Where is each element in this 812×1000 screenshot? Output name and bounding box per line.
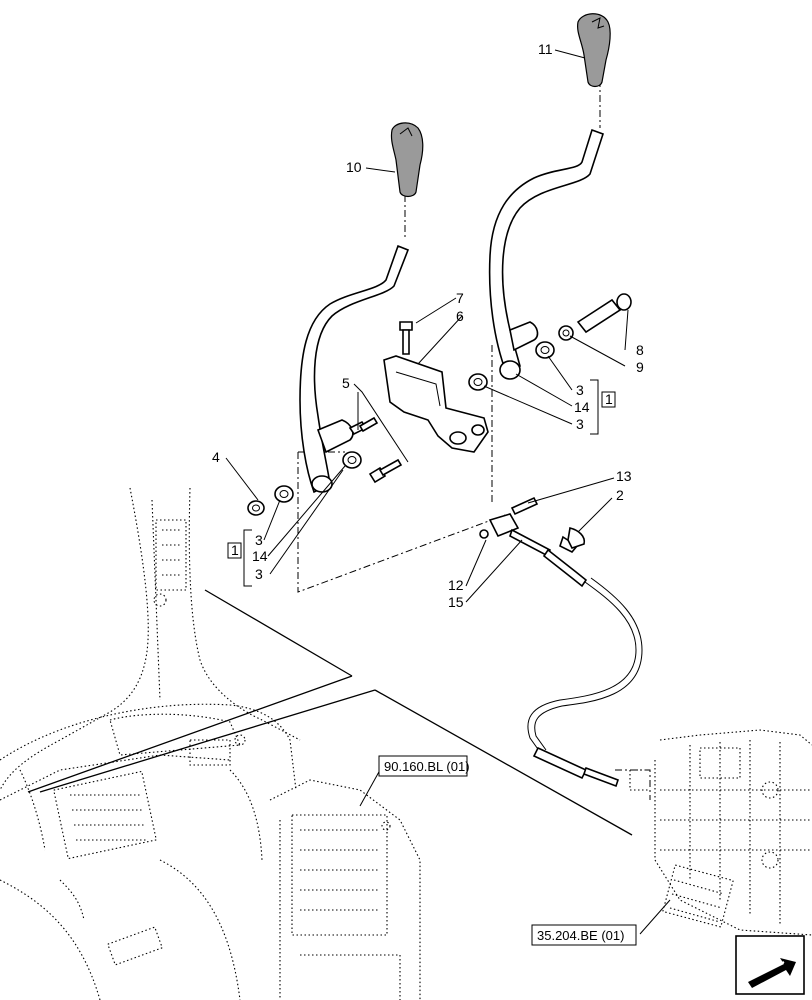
callout-8: 8	[636, 342, 644, 358]
kit-bracket-left	[227, 529, 252, 587]
callout-9: 9	[636, 359, 644, 375]
callout-3-right-b: 3	[576, 416, 584, 432]
nut-left-lower	[274, 485, 294, 503]
knob-right	[577, 13, 611, 88]
washer-9	[558, 325, 574, 341]
nut-right-lower	[468, 373, 488, 391]
pin-8	[576, 293, 632, 334]
callout-11: 11	[538, 41, 553, 57]
lever-left	[299, 244, 410, 494]
callout-13: 13	[616, 468, 632, 484]
reference-box-transmission[interactable]: 35.204.BE (01)	[531, 924, 637, 946]
callout-1-left: 1	[231, 542, 239, 558]
callout-labels: 10 11 7 6 5 4 3 14 3 1 8 9 3 14 3 1 13 2…	[212, 41, 644, 610]
reference-cab-label: 90.160.BL (01)	[384, 759, 470, 774]
callout-2: 2	[616, 487, 624, 503]
reference-transmission-label: 35.204.BE (01)	[537, 928, 624, 943]
cable-assembly	[479, 496, 643, 788]
cab-console-illustration	[0, 487, 301, 1000]
cab-panel-illustration	[269, 779, 421, 1000]
callout-14-right: 14	[574, 399, 590, 415]
callout-10: 10	[346, 159, 362, 175]
bolt-5b	[368, 458, 403, 484]
bracket	[383, 355, 489, 453]
knob-left	[390, 122, 424, 198]
bolt-7	[399, 321, 413, 355]
lever-right	[488, 128, 604, 380]
callout-14-left: 14	[252, 548, 268, 564]
nut-left-upper	[342, 451, 362, 469]
callout-7: 7	[456, 290, 464, 306]
reference-box-cab[interactable]: 90.160.BL (01)	[378, 755, 470, 777]
callout-5: 5	[342, 375, 350, 391]
navigation-arrow-icon[interactable]	[735, 935, 805, 995]
callout-6: 6	[456, 308, 464, 324]
callout-1-right: 1	[605, 391, 613, 407]
clip-4	[247, 500, 265, 516]
bolt-5a	[348, 416, 379, 436]
callout-3-right-a: 3	[576, 382, 584, 398]
callout-15: 15	[448, 594, 464, 610]
leader-lines	[225, 49, 671, 935]
kit-bracket-right	[590, 379, 616, 435]
transmission-illustration	[629, 729, 812, 936]
nut-right-upper	[535, 341, 555, 359]
callout-3-left-b: 3	[255, 566, 263, 582]
callout-12: 12	[448, 577, 464, 593]
callout-3-left-a: 3	[255, 532, 263, 548]
projection-lines	[27, 80, 651, 836]
callout-4: 4	[212, 449, 220, 465]
